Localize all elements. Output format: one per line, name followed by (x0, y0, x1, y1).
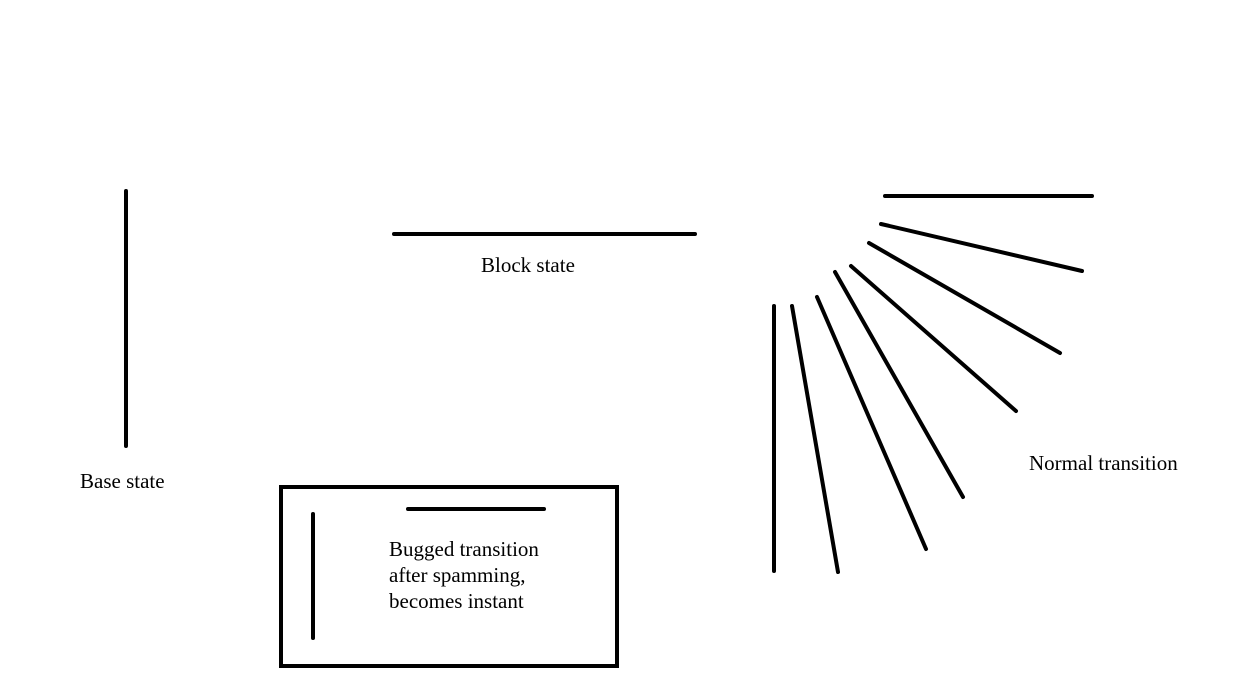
base-state-label: Base state (80, 469, 165, 493)
block-state-label: Block state (481, 253, 575, 277)
transition-frame-4 (849, 264, 1018, 413)
bugged-transition-box (279, 485, 619, 668)
bugged-transition-label: Bugged transition after spamming, become… (389, 536, 539, 614)
transition-frame-3 (867, 241, 1062, 355)
normal-transition-fan (772, 194, 1094, 574)
bugged-label-line-3: becomes instant (389, 589, 524, 613)
transition-frame-6 (815, 295, 928, 551)
normal-transition-label: Normal transition (1029, 451, 1178, 475)
transition-frame-7 (790, 304, 840, 574)
bugged-label-line-1: Bugged transition (389, 537, 539, 561)
transition-frame-5 (833, 270, 965, 499)
bugged-label-line-2: after spamming, (389, 563, 526, 587)
transition-frame-2 (879, 222, 1084, 273)
